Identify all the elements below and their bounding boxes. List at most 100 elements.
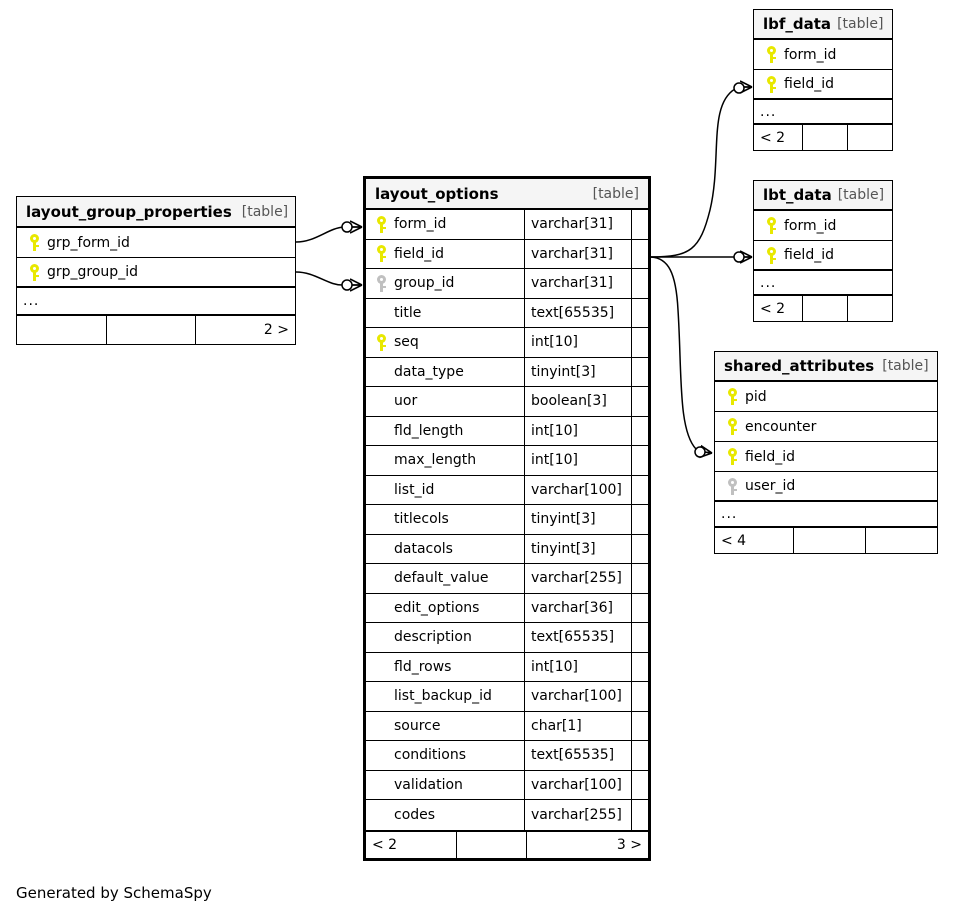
column-name-cell: description [366,623,524,652]
column-type-cell: int[10] [524,446,631,475]
foreign-key-icon [719,472,745,500]
footer-outgoing-count [847,125,892,150]
column-name: user_id [745,478,796,494]
table-shared-attributes[interactable]: shared_attributes [table] pid encounter [714,351,938,554]
table-title: lbt_data [763,186,832,204]
column-name: field_id [394,245,444,262]
column-name-cell: uor [366,387,524,416]
column-name-cell: field_id [754,70,892,98]
footer-middle [106,316,195,344]
column-list: form_id field_id ... < 2 [754,40,892,150]
column-name: default_value [394,570,489,587]
column-name: pid [745,388,767,405]
primary-key-icon [758,211,784,240]
column-spacer-cell [631,505,648,534]
column-name: group_id [394,275,455,292]
table-row[interactable]: grp_group_id [17,258,295,288]
column-spacer-cell [631,652,648,681]
table-footer: < 2 [754,296,892,321]
table-row[interactable]: field_id [754,241,892,271]
table-row[interactable]: field_id [715,442,937,472]
table-row[interactable]: list_id varchar[100] [366,475,648,505]
table-row[interactable]: form_id [754,40,892,70]
footer-outgoing-count: 3 > [526,831,648,858]
footer-incoming-count: < 2 [760,300,786,317]
column-name-cell: data_type [366,358,524,387]
column-name: form_id [784,46,837,63]
primary-key-icon [719,442,745,471]
column-type-cell: varchar[100] [524,475,631,504]
primary-key-icon [758,241,784,269]
table-row[interactable]: encounter [715,412,937,442]
table-row[interactable]: pid [715,382,937,412]
column-name: source [394,717,441,734]
column-type-cell: varchar[31] [524,210,631,239]
column-type-cell: text[65535] [524,298,631,327]
column-spacer-cell [631,564,648,593]
column-type-cell: tinyint[3] [524,357,631,386]
table-title: shared_attributes [724,357,875,375]
key-icon-placeholder [368,653,394,682]
column-type-cell: tinyint[3] [524,505,631,534]
key-icon-placeholder [368,771,394,800]
more-columns-indicator: ... [754,271,892,296]
column-type-cell: varchar[36] [524,593,631,622]
column-name-cell: validation [366,771,524,800]
column-name: codes [394,806,436,823]
table-row[interactable]: user_id [715,472,937,502]
table-header: lbf_data [table] [754,10,892,40]
primary-key-icon [368,210,394,239]
edge-lo-fieldid-to-lbt-fieldid [651,252,752,262]
table-row[interactable]: field_id [754,70,892,100]
table-lbf-data[interactable]: lbf_data [table] form_id field_id [753,9,893,151]
column-name: datacols [394,540,453,557]
table-row[interactable]: grp_form_id [17,228,295,258]
footer-outgoing-count: 2 > [195,316,295,344]
key-icon-placeholder [368,358,394,387]
column-name: description [394,629,472,646]
table-footer: < 2 3 > [366,829,648,858]
column-name: field_id [745,448,795,465]
column-name: data_type [394,363,464,380]
table-type-tag: [table] [241,203,289,220]
column-name: list_id [394,481,435,498]
key-icon-placeholder [368,417,394,446]
column-spacer-cell [631,623,648,652]
column-list: pid encounter field_id [715,382,937,553]
table-row[interactable]: form_id [754,211,892,241]
table-footer: < 2 [754,125,892,150]
footer-middle [802,125,847,150]
table-lbt-data[interactable]: lbt_data [table] form_id field_id [753,180,893,322]
table-row[interactable]: data_type tinyint[3] [366,357,648,387]
column-type-cell: varchar[100] [524,770,631,799]
table-layout-group-properties[interactable]: layout_group_properties [table] grp_form… [16,196,296,345]
more-columns-indicator: ... [715,502,937,528]
column-type-cell: varchar[100] [524,682,631,711]
primary-key-icon [21,258,47,286]
generator-caption: Generated by SchemaSpy [16,884,212,902]
footer-incoming-count: < 2 [760,129,786,146]
column-spacer-cell [631,711,648,740]
table-type-tag: [table] [592,185,639,202]
table-header: layout_options [table] [366,179,648,210]
